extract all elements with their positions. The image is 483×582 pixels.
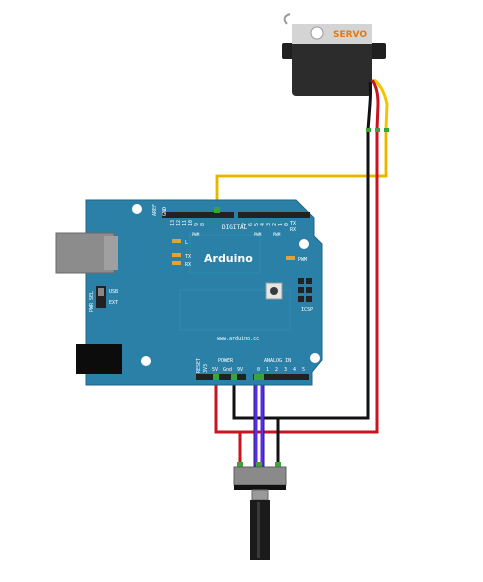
potentiometer — [233, 462, 287, 560]
digital-pin-label: 4 — [260, 223, 266, 226]
rx-pin-label: RX — [290, 227, 296, 233]
digital-label: DIGITAL — [222, 224, 248, 231]
board-pcb — [85, 199, 323, 386]
led-tx-label: TX — [185, 254, 191, 260]
icsp-pin — [306, 287, 312, 293]
power-header — [196, 374, 246, 380]
digital-pin-label: 1 — [278, 223, 284, 226]
digital-pin-label: 7 — [242, 223, 248, 226]
icsp-pin — [298, 278, 304, 284]
pot-body — [233, 466, 287, 486]
digital-pin-label: 3 — [266, 223, 272, 226]
servo-pin-signal — [384, 128, 389, 132]
arduino-url: www.arduino.cc — [217, 336, 259, 342]
mount-hole-bottom-right — [310, 353, 320, 363]
pwr-sel-jumper — [96, 286, 106, 308]
usb-label: USB — [109, 289, 118, 295]
wire-power — [214, 132, 379, 434]
led-rx-label: RX — [185, 262, 191, 268]
servo-motor: SERVO — [282, 13, 386, 96]
servo-pin-gnd — [366, 128, 371, 132]
led-pwr-label: PWM — [298, 257, 307, 263]
servo-shaft — [310, 26, 324, 40]
pin-9-connector — [214, 207, 220, 213]
led-l-label: L — [185, 240, 188, 246]
pwm-label-1: PWM — [192, 232, 200, 237]
digital-pin-label: 11 — [182, 220, 188, 226]
analog-in-label: ANALOG IN — [264, 358, 291, 364]
digital-pin-label: 13 — [170, 220, 176, 226]
led-pwr — [286, 256, 295, 260]
board-chip-outline — [179, 289, 291, 331]
5v-label: 5V — [212, 367, 218, 373]
analog-header — [253, 374, 309, 380]
led-tx — [172, 253, 181, 257]
pwm-label-3: PWM — [273, 232, 281, 237]
pin-gnd-connector — [231, 374, 237, 380]
reset-label: RESET — [196, 358, 202, 373]
icsp-label: ICSP — [301, 307, 313, 313]
wire-signal — [215, 132, 388, 206]
led-rx — [172, 261, 181, 265]
servo-pin-vcc — [375, 128, 380, 132]
aref-label: AREF — [152, 204, 158, 216]
pwr-sel-label: PWR SEL — [89, 291, 95, 312]
pot-pin-wiper — [256, 462, 262, 467]
icsp-pin — [306, 278, 312, 284]
icsp-pin — [298, 296, 304, 302]
analog-pin-label: 2 — [275, 367, 278, 373]
servo-lead-red — [370, 79, 380, 131]
analog-pin-label: 3 — [284, 367, 287, 373]
digital-pin-label: 12 — [176, 220, 182, 226]
servo-horn — [283, 13, 291, 25]
digital-pin-label: 6 — [248, 223, 254, 226]
analog-pin-label: 1 — [266, 367, 269, 373]
icsp-pin — [306, 296, 312, 302]
mount-hole-top-right — [299, 239, 309, 249]
digital-header-left — [162, 212, 234, 218]
power-jack — [76, 344, 122, 374]
analog-pin-label: 5 — [302, 367, 305, 373]
pwm-label-2: PWM — [254, 232, 262, 237]
power-label: POWER — [218, 358, 234, 364]
digital-pin-label: 0 — [284, 223, 290, 226]
wire-ground — [232, 132, 370, 420]
icsp-header — [298, 278, 312, 302]
servo-lead-yellow — [373, 78, 389, 131]
mount-hole-bottom-left — [141, 356, 151, 366]
mount-hole-top-left — [132, 204, 142, 214]
digital-pin-label: 9 — [194, 223, 200, 226]
pot-bushing — [251, 489, 269, 501]
pot-pin-vcc — [237, 462, 243, 467]
analog-pin-label: 0 — [257, 367, 260, 373]
icsp-pin — [298, 287, 304, 293]
digital-pin-label: 5 — [254, 223, 260, 226]
digital-pin-label: 8 — [200, 223, 206, 226]
led-l — [172, 239, 181, 243]
ext-label: EXT — [109, 300, 118, 306]
digital-pin-label: 10 — [188, 220, 194, 226]
gnd-power-label: Gnd — [223, 367, 232, 373]
digital-header-right — [238, 212, 310, 218]
vin-label: 9V — [237, 367, 243, 373]
analog-pin-label: 4 — [293, 367, 296, 373]
digital-pin-label: 2 — [272, 223, 278, 226]
gnd-label: GND — [162, 207, 168, 216]
3v3-label: 3V3 — [203, 364, 209, 373]
arduino-logo-text: Arduino — [204, 252, 253, 265]
servo-lead-black — [366, 81, 372, 131]
servo-label: SERVO — [333, 30, 367, 40]
tx-pin-label: TX — [290, 221, 296, 227]
pin-a0-connector — [254, 374, 264, 380]
pin-5v-connector — [213, 374, 219, 380]
pot-pin-gnd — [275, 462, 281, 467]
